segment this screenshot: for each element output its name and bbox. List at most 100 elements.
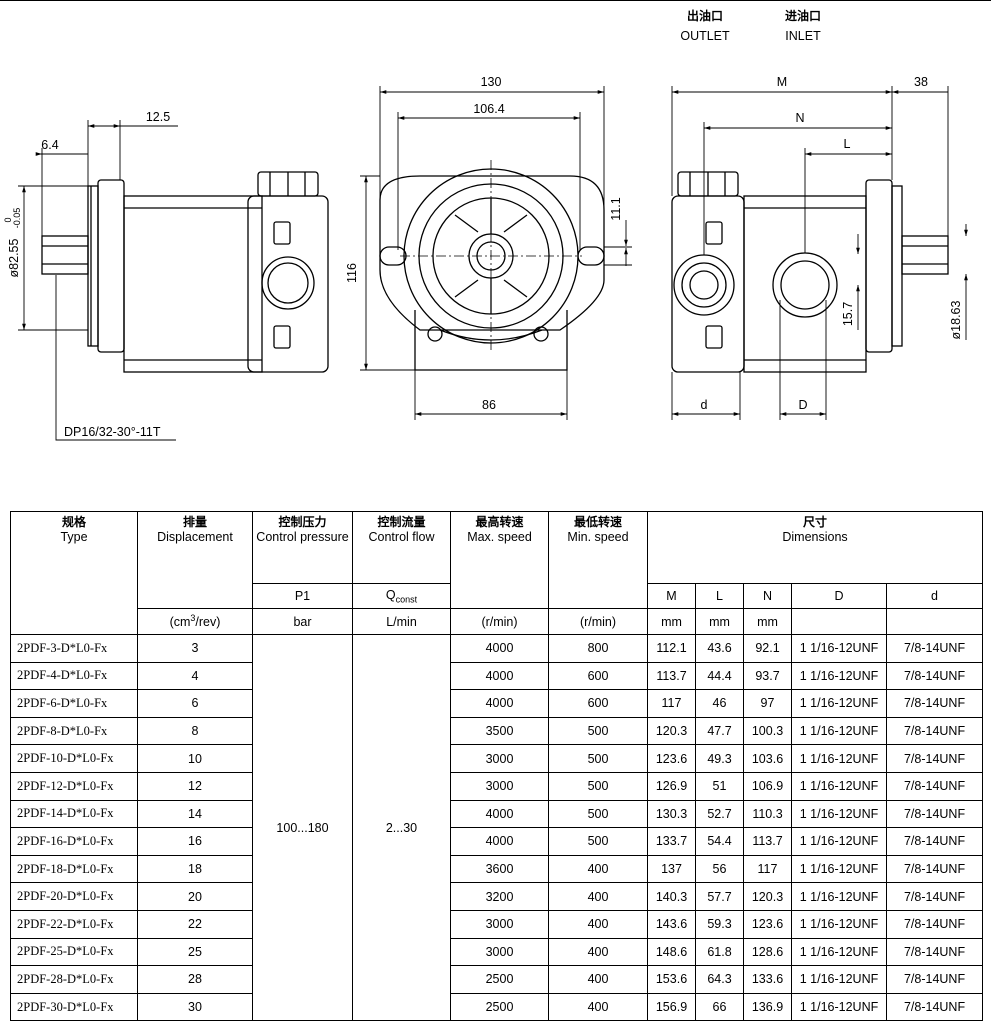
outlet-label-cn: 出油口 [686,9,723,23]
cell-d: 7/8-14UNF [885,744,984,773]
cell-d: 7/8-14UNF [885,992,984,1021]
units-pressure: bar [252,608,353,635]
cell-disp: 12 [137,771,253,801]
cell-type: 2PDF-30-D*L0-Fx [10,992,138,1021]
dim-M: M [777,75,787,89]
cell-L: 56 [695,854,744,884]
header-pressure-cn: 控制压力 [278,515,327,529]
cell-d: 7/8-14UNF [885,689,984,718]
cell-D: 1 1/16-12UNF [791,882,887,911]
subheader-qconst-sub: const [395,594,418,605]
cell-type: 2PDF-10-D*L0-Fx [10,744,138,773]
dim-12-5: 12.5 [146,110,170,124]
cell-min: 400 [548,965,648,994]
dim-dia-82-tol-lo: -0.05 [12,208,22,229]
cell-N: 106.9 [743,771,792,801]
cell-L: 46 [695,689,744,718]
inlet-label-en: INLET [785,29,821,43]
subheader-displacement-blank [137,583,253,609]
cell-max: 3200 [450,882,549,911]
units-displacement-post: /rev) [195,615,221,630]
dim-L: L [844,137,851,151]
dim-11-1: 11.1 [609,197,623,220]
cell-N: 103.6 [743,744,792,773]
cell-min: 400 [548,909,648,939]
units-N: mm [743,608,792,635]
header-type-en: Type [60,530,88,544]
dim-130: 130 [481,75,502,89]
outlet-caption: 出油口 OUTLET [675,9,735,43]
header-min-speed-en: Min. speed [567,530,629,544]
header-flow-cn: 控制流量 [377,515,426,529]
cell-type: 2PDF-18-D*L0-Fx [10,854,138,884]
cell-L: 66 [695,992,744,1021]
cell-N: 110.3 [743,799,792,829]
cell-N: 128.6 [743,937,792,967]
cell-M: 120.3 [647,716,696,746]
cell-M: 156.9 [647,992,696,1021]
subheader-d: d [885,583,984,609]
cell-d: 7/8-14UNF [885,661,984,691]
cell-min: 600 [548,689,648,718]
header-min-speed-cn: 最低转速 [573,515,622,529]
cell-M: 126.9 [647,771,696,801]
cell-M: 113.7 [647,661,696,691]
cell-L: 51 [695,771,744,801]
units-M: mm [647,608,696,635]
side-view-left [41,171,329,373]
subheader-type-blank [10,583,138,609]
cell-D: 1 1/16-12UNF [791,716,887,746]
cell-disp: 22 [137,909,253,939]
dim-6-4: 6.4 [41,138,58,152]
cell-D: 1 1/16-12UNF [791,689,887,718]
subheader-qconst: Qconst [352,583,451,609]
cell-disp: 28 [137,965,253,994]
cell-d: 7/8-14UNF [885,827,984,856]
units-D-blank [791,608,887,635]
header-pressure: 控制压力 Control pressure [252,511,353,584]
header-displacement-cn: 排量 [182,515,207,529]
cell-disp: 25 [137,937,253,967]
cell-disp: 4 [137,661,253,691]
subheader-p1: P1 [252,583,353,609]
cell-d: 7/8-14UNF [885,909,984,939]
cell-disp: 14 [137,799,253,829]
cell-N: 97 [743,689,792,718]
top-rule [0,0,991,1]
dimension-lines [18,86,968,441]
cell-max: 4000 [450,827,549,856]
subheader-max-blank [450,583,549,609]
dim-dia-18-63: ø18.63 [949,300,963,339]
subheader-D: D [791,583,887,609]
outlet-label-en: OUTLET [680,29,730,43]
dim-N: N [795,111,804,125]
cell-min: 600 [548,661,648,691]
cell-max: 3500 [450,716,549,746]
units-displacement-sup: 3 [190,613,196,624]
cell-L: 61.8 [695,937,744,967]
units-d-blank [885,608,984,635]
cell-N: 93.7 [743,661,792,691]
cell-N: 133.6 [743,965,792,994]
cell-disp: 6 [137,689,253,718]
cell-L: 64.3 [695,965,744,994]
cell-D: 1 1/16-12UNF [791,661,887,691]
cell-N: 92.1 [743,634,792,663]
cell-L: 49.3 [695,744,744,773]
cell-d: 7/8-14UNF [885,937,984,967]
cell-M: 140.3 [647,882,696,911]
cell-D: 1 1/16-12UNF [791,799,887,829]
cell-D: 1 1/16-12UNF [791,744,887,773]
cell-type: 2PDF-25-D*L0-Fx [10,937,138,967]
cell-L: 47.7 [695,716,744,746]
units-type-blank [10,608,138,635]
cell-L: 52.7 [695,799,744,829]
cell-N: 136.9 [743,992,792,1021]
